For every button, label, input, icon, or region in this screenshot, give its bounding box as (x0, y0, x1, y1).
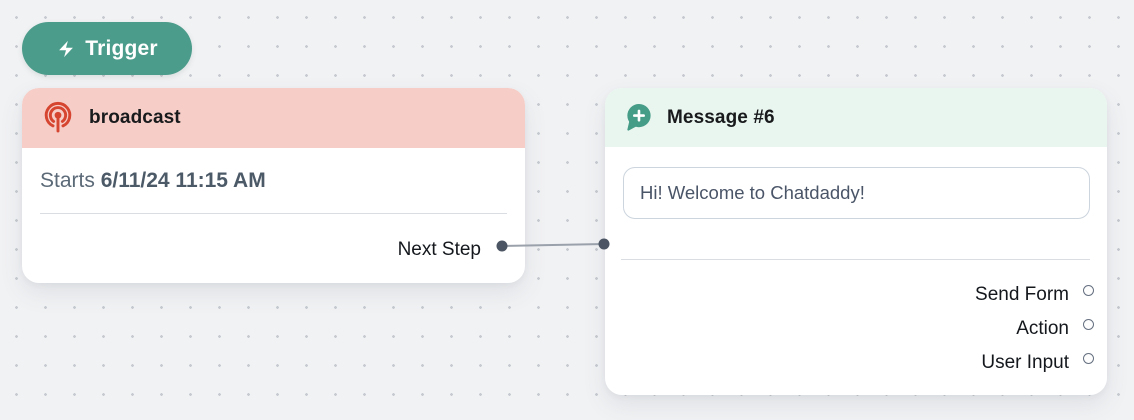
broadcast-divider (40, 213, 507, 214)
output-label-user-input: User Input (981, 352, 1069, 373)
output-row-send-form[interactable]: Send Form (975, 278, 1094, 312)
output-row-action[interactable]: Action (975, 312, 1094, 346)
schedule-prefix: Starts (40, 169, 101, 192)
output-port-user-input[interactable] (1083, 352, 1094, 364)
output-row-user-input[interactable]: User Input (975, 346, 1094, 380)
message-outputs: Send Form Action User Input (975, 278, 1094, 380)
trigger-button-label: Trigger (85, 36, 158, 60)
output-label-send-form: Send Form (975, 284, 1069, 305)
chat-bubble-plus-icon (623, 102, 654, 133)
node-broadcast-header[interactable]: broadcast (22, 88, 525, 148)
node-broadcast-title: broadcast (89, 107, 181, 128)
node-message-header[interactable]: Message #6 (605, 88, 1107, 147)
lightning-bolt-icon (56, 38, 76, 60)
node-broadcast[interactable]: broadcast Starts 6/11/24 11:15 AM Next S… (22, 88, 525, 283)
output-port-send-form[interactable] (1083, 284, 1094, 296)
node-message-title: Message #6 (667, 106, 775, 128)
node-message[interactable]: Message #6 Hi! Welcome to Chatdaddy! Sen… (605, 88, 1107, 395)
message-divider (621, 259, 1090, 260)
broadcast-antenna-icon (40, 100, 76, 136)
output-label-action: Action (1016, 318, 1069, 339)
schedule-datetime: 6/11/24 11:15 AM (100, 169, 266, 192)
output-port-action[interactable] (1083, 318, 1094, 330)
message-text-input[interactable]: Hi! Welcome to Chatdaddy! (623, 167, 1090, 219)
trigger-button[interactable]: Trigger (22, 22, 192, 75)
next-step-handle[interactable]: Next Step (397, 239, 481, 260)
broadcast-schedule: Starts 6/11/24 11:15 AM (40, 169, 507, 193)
